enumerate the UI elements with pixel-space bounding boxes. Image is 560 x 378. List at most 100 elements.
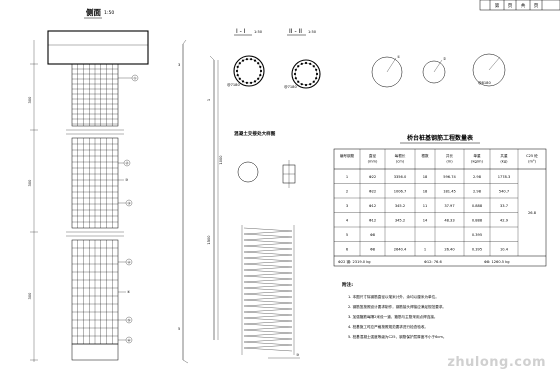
section-2-title: II - II — [289, 28, 302, 35]
table-cell: 0.395 — [472, 247, 482, 251]
ring-detail-1: ① — [371, 55, 403, 88]
table-header-2: 每根长 — [395, 153, 406, 158]
table-cell: 33.7 — [500, 204, 508, 208]
table-cell: Φ12 — [369, 204, 376, 208]
table-header-7: C25 砼 — [526, 153, 538, 158]
section-2-scale: 1:50 — [308, 30, 317, 34]
table-header-2: (cm) — [396, 160, 405, 164]
ring-detail-2-label: ② — [443, 57, 446, 61]
table-cell: Φ12 — [369, 218, 376, 222]
title-block-cell-5: 页 — [534, 3, 539, 9]
table-cell: 2.98 — [473, 189, 482, 193]
notes-title: 附注: — [342, 281, 353, 288]
notes-line-2: 2. 钢筋笼按照设计要求制作，钢筋接头焊接应满足规范要求。 — [348, 304, 446, 309]
elevation-scale: 1:50 — [104, 10, 114, 16]
table-cell: Φ8 — [370, 247, 376, 251]
table-header-0: 编号钢筋 — [340, 153, 355, 158]
table-header-4: (m) — [446, 160, 453, 164]
table-header-1: (mm) — [368, 160, 378, 164]
callout-3: ③ — [127, 201, 130, 205]
elevation-title: 侧面 — [86, 7, 101, 17]
elevation-callouts: ① ② ③ ③ ④ ④ ⑤ ⑥ — [118, 74, 139, 344]
table-header-6: (kg) — [500, 160, 508, 164]
table-cell: 1778.3 — [498, 175, 511, 179]
table-cell: Φ22 — [369, 189, 376, 193]
table-header-5: 单重 — [473, 153, 481, 158]
notes-line-4: 4. 桩基施工时应严格按照规范要求进行检查验收。 — [348, 324, 428, 329]
table-cell: 0.888 — [472, 218, 483, 222]
notes-line-1: 1. 本图尺寸除钢筋直径以毫米计外，余均以厘米为单位。 — [348, 294, 439, 299]
title-block: 第 页 共 页 — [479, 0, 560, 11]
notes: 附注: 1. 本图尺寸除钢筋直径以毫米计外，余均以厘米为单位。 2. 钢筋笼按照… — [342, 281, 446, 339]
bar-2-detail: 1 1500 1000 — [207, 55, 223, 340]
table-cell: 2640.4 — [394, 247, 407, 251]
callout-1: ① — [133, 76, 136, 80]
section-1-scale: 1:50 — [254, 30, 263, 34]
table-title: 桥台桩基钢筋工程数量表 — [407, 134, 474, 142]
table-footer-1: Φ12: 76.6 — [424, 260, 442, 264]
table-header-5: (kg/m) — [471, 160, 483, 164]
table-cell: 4 — [346, 218, 349, 222]
table-cell: 2 — [346, 189, 348, 193]
ring-detail-3-label: @8180 — [478, 81, 491, 85]
elevation-dim-3: 300 — [28, 292, 32, 300]
table-cell: 2.98 — [473, 175, 482, 179]
table-cell: 26.8 — [528, 211, 537, 215]
table-header-6: 共重 — [500, 153, 508, 158]
middle-dim-2: 1500 — [207, 235, 211, 245]
table-cell: 1 — [346, 175, 348, 179]
elevation-dim-2: 300 — [28, 179, 32, 187]
joint-detail: 混凝土交接处大样图 — [234, 130, 296, 188]
table-cell: 0.395 — [472, 233, 482, 237]
table-cell: 3356.0 — [394, 175, 407, 179]
callout-5: ⑤ — [127, 318, 131, 322]
table-cell: 26.40 — [444, 247, 455, 251]
table-cell: 18 — [423, 175, 428, 179]
table-header-7: (m³) — [528, 160, 536, 164]
table-cell: 0.888 — [472, 204, 483, 208]
callout-6: ⑥ — [127, 338, 131, 342]
table-cell: 596.74 — [443, 175, 456, 179]
table-cell: 345.2 — [395, 218, 405, 222]
notes-line-5: 5. 桩基混凝土强度等级为C25，钢筋保护层厚度不小于6cm。 — [348, 334, 446, 339]
ring-detail-3: @8180 — [472, 53, 506, 87]
elevation-dim-1: 300 — [28, 96, 32, 104]
section-2: II - II 1:50 @7180 — [284, 28, 321, 89]
table-cell: 37.97 — [444, 204, 454, 208]
middle-dim-1: 1 — [207, 99, 211, 101]
title-block-cell-4: 共 — [521, 2, 526, 9]
joint-detail-title: 混凝土交接处大样图 — [234, 130, 276, 137]
elevation-note-1: ③ — [125, 178, 128, 182]
table-footer-0: Φ22 钢: 2319.0 kg — [338, 259, 371, 264]
table-cell: 540.7 — [499, 189, 509, 193]
table-header-1: 直径 — [369, 153, 377, 158]
table-cell: 345.2 — [395, 204, 405, 208]
bar-detail-label-2: 5 — [178, 327, 180, 331]
spiral-detail: ③ — [241, 225, 300, 359]
callout-2: ② — [125, 161, 128, 165]
table-cell: 48.33 — [444, 218, 454, 222]
table-header-3: 根数 — [421, 153, 429, 158]
table-cell: 5 — [346, 233, 348, 237]
table-cell: Φ22 — [369, 175, 376, 179]
elevation-note-2: ④ — [127, 290, 130, 294]
table-cell: 181.45 — [443, 189, 456, 193]
long-bar-detail: 3 5 — [178, 39, 189, 364]
title-block-cell-2: 第 — [495, 2, 500, 9]
table-cell: 3 — [346, 204, 348, 208]
table-cell: 14 — [423, 218, 428, 222]
table-cell: Φ8 — [370, 233, 376, 237]
section-1: I - I 1:50 @7180 — [227, 28, 265, 87]
section-1-title: I - I — [236, 28, 246, 35]
cap-beam — [47, 30, 149, 65]
ring-detail-1-label: ① — [397, 55, 400, 59]
quantity-table: 桥台桩基钢筋工程数量表 编号钢筋 直径 (mm) 每根长 (cm) 根数 共长 (m) 单重 (k… — [333, 134, 547, 267]
table-cell: 42.9 — [500, 218, 509, 222]
bar-detail-label-1: 3 — [178, 63, 180, 67]
table-cell: 10.4 — [500, 247, 509, 251]
table-header-4: 共长 — [446, 153, 454, 158]
ring-detail-2: ② — [422, 57, 446, 84]
table-cell: 6 — [346, 247, 349, 251]
table-cell: 11 — [423, 204, 428, 208]
